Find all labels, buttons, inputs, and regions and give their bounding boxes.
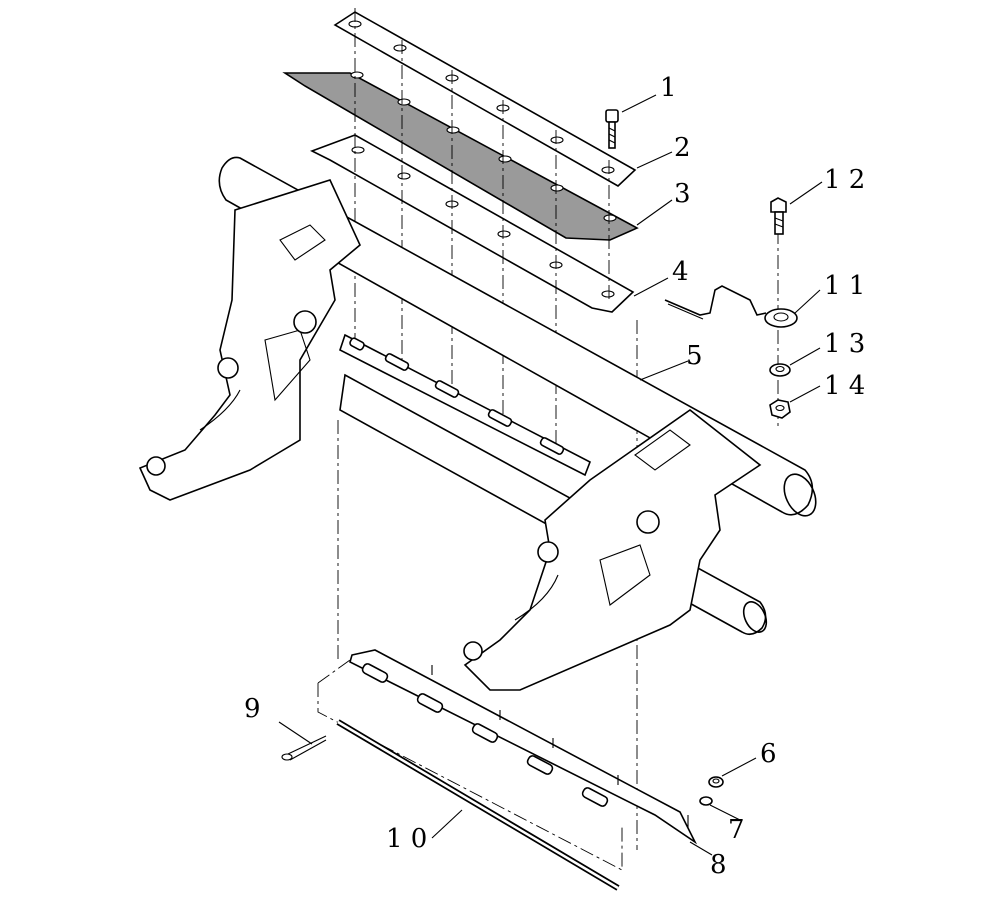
callout-5: 5 [686, 341, 703, 371]
callout-13: 1 3 [824, 329, 865, 359]
callout-11: 1 1 [824, 271, 865, 301]
callout-1: 1 [660, 73, 677, 103]
callout-labels: 1 2 3 4 5 6 7 8 9 1 0 1 1 1 2 1 3 1 4 [244, 73, 865, 880]
cotter-pin-part [281, 735, 327, 761]
washer-7-part [699, 796, 713, 806]
callout-10: 1 0 [386, 824, 427, 854]
callout-8: 8 [710, 850, 727, 880]
washer-13-part [769, 363, 791, 377]
callout-14: 1 4 [824, 371, 865, 401]
callout-9: 9 [244, 694, 261, 724]
main-frame-part [138, 156, 817, 691]
grey-blade-part [282, 71, 639, 241]
bolt-12-part [770, 197, 787, 235]
lever-spring-part [664, 285, 798, 328]
nut-6-part [708, 776, 724, 788]
callout-6: 6 [760, 739, 777, 769]
callout-7: 7 [728, 815, 745, 845]
callout-3: 3 [674, 179, 691, 209]
rod-part [336, 719, 620, 891]
knife-bar-part [349, 649, 698, 845]
callout-2: 2 [674, 133, 691, 163]
bolt-1-part [605, 109, 619, 149]
callout-12: 1 2 [824, 165, 865, 195]
leader-lines [278, 94, 823, 856]
callout-4: 4 [672, 257, 689, 287]
nut-14-part [769, 399, 791, 419]
